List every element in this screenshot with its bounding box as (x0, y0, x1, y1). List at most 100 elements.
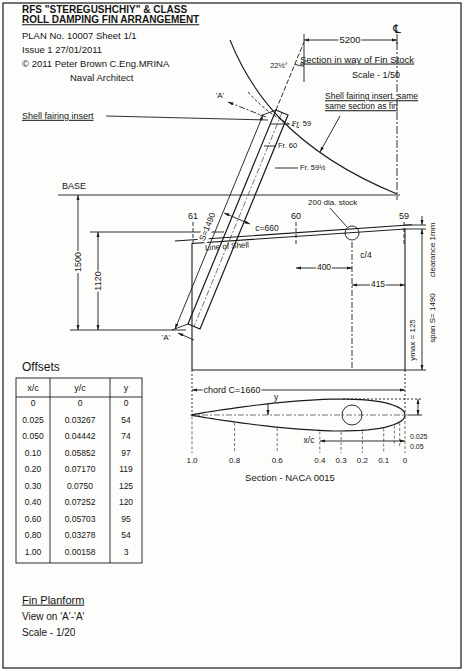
drawing-label: Scale - 1/50 (352, 70, 400, 80)
drawing-label: 1120 (93, 270, 103, 291)
table-cell: 0.10 (25, 449, 42, 459)
drawing-line (277, 428, 278, 453)
drawing-label: Section in way of Fin Stock (300, 55, 414, 66)
drawing-line (422, 216, 423, 225)
drawing-line (352, 242, 353, 370)
drawing-label: Fin Planform (22, 594, 84, 607)
drawing-label: Fr. 60 (278, 142, 297, 151)
drawing-line (193, 222, 194, 246)
drawing-label: 61 (188, 211, 198, 221)
table-cell: 0.050 (22, 432, 43, 442)
drawing-label: ymax = 125 (408, 319, 417, 361)
drawing-line (394, 426, 395, 447)
drawing-label: 60 (291, 211, 301, 221)
drawing-label: 0.2 (357, 456, 368, 465)
table-cell: 0.025 (22, 416, 43, 426)
table-cell: 0.05703 (65, 515, 96, 525)
table-cell: 0.0750 (67, 482, 93, 492)
drawing-line (341, 432, 342, 453)
drawing-label: 0.6 (272, 456, 283, 465)
table-cell: 74 (121, 432, 130, 442)
drawing-line (418, 399, 419, 415)
table-cell: 54 (121, 416, 130, 426)
drawing-label: BASE (62, 181, 86, 191)
drawing-label: © 2011 Peter Brown C.Eng.MRINA (22, 59, 169, 70)
table-cell: 120 (119, 498, 133, 508)
drawing-label: Issue 1 27/01/2011 (22, 45, 102, 56)
table-cell: 0.00158 (65, 548, 96, 558)
drawing-line (270, 124, 289, 125)
drawing-line (422, 229, 423, 370)
drawing-line (190, 415, 408, 416)
stock-circle (345, 226, 359, 240)
drawing-line (70, 330, 186, 331)
drawing-label: 0.3 (336, 456, 347, 465)
table-cell: 0 (124, 399, 129, 409)
drawing-line (405, 416, 406, 453)
table-cell: y (124, 383, 129, 393)
drawing-label: Naval Architect (70, 73, 133, 84)
drawing-label: Scale - 1/20 (22, 627, 75, 639)
table-cell: 1.00 (25, 548, 42, 558)
table-cell: x/c (27, 383, 39, 393)
table-cell: 125 (119, 482, 133, 492)
drawing-label: 22½° (270, 62, 288, 71)
table-cell: 0.20 (25, 465, 42, 475)
table-cell: 0 (31, 399, 36, 409)
drawing-line (383, 429, 384, 454)
table-cell: 0.05852 (65, 449, 96, 459)
drawing-label: 0.025 (410, 433, 428, 441)
drawing-label: 1500 (73, 251, 83, 273)
drawing-line (408, 415, 422, 416)
table-cell: 0.03278 (65, 531, 96, 541)
drawing-line (405, 370, 426, 371)
drawing-label: c/4 (360, 251, 371, 261)
drawing-line (405, 229, 426, 230)
drawing-label: 415 (370, 280, 386, 290)
drawing-line (260, 110, 276, 116)
drawing-label: 400 (316, 263, 332, 273)
drawing-line (58, 195, 400, 196)
drawing-label: 59 (399, 211, 409, 221)
table-cell: 0.07170 (65, 465, 96, 475)
drawing-label: 200 dia. stock (308, 198, 357, 207)
drawing-label: x/c (303, 436, 316, 446)
drawing-line (192, 370, 193, 412)
drawing-label: Line of Shell (205, 240, 250, 252)
drawing-label: View on 'A'-'A' (22, 611, 84, 623)
drawing-label: chord C=1660 (203, 385, 262, 395)
drawing-label: clearance 1mm (428, 223, 437, 278)
drawing-label: Shell fairing insert. same same section … (325, 92, 437, 112)
drawing-label: 1.0 (186, 456, 197, 465)
table-cell: 97 (121, 449, 130, 459)
drawing-label: Offsets (22, 361, 60, 375)
drawing-line (399, 423, 400, 446)
drawing-label: 'A' (162, 333, 170, 342)
drawing-line (175, 115, 263, 329)
drawing-label: Fr. 59½ (300, 164, 325, 173)
table-cell: 0.03267 (65, 416, 96, 426)
drawing-line (192, 416, 193, 453)
drawing-line (296, 222, 297, 246)
drawing-label: 0.1 (378, 456, 389, 465)
drawing-label: Fr. 59 (292, 120, 311, 129)
drawing-label: Shell fairing insert (22, 111, 94, 121)
drawing-line (320, 116, 340, 152)
drawing-title: RFS "STEREGUSHCHIY" & CLASS (22, 4, 187, 16)
drawing-line (397, 42, 398, 200)
table-cell: 0.04442 (65, 432, 96, 442)
table-cell: 0.60 (25, 515, 42, 525)
drawing-line (192, 229, 405, 370)
drawing-line (343, 399, 422, 400)
drawing-label: 0.05 (410, 443, 424, 451)
drawing-label: span S= 1490 (428, 293, 437, 343)
stock-circle (342, 405, 362, 425)
drawing-label: c=660 (255, 224, 278, 234)
drawing-line (405, 370, 406, 412)
drawing-label: 5200 (338, 35, 361, 46)
drawing-line (268, 404, 269, 415)
table-cell: 3 (124, 548, 129, 558)
drawing-line (264, 146, 276, 147)
drawing-line (188, 110, 288, 329)
sheet-lines (3, 3, 461, 668)
